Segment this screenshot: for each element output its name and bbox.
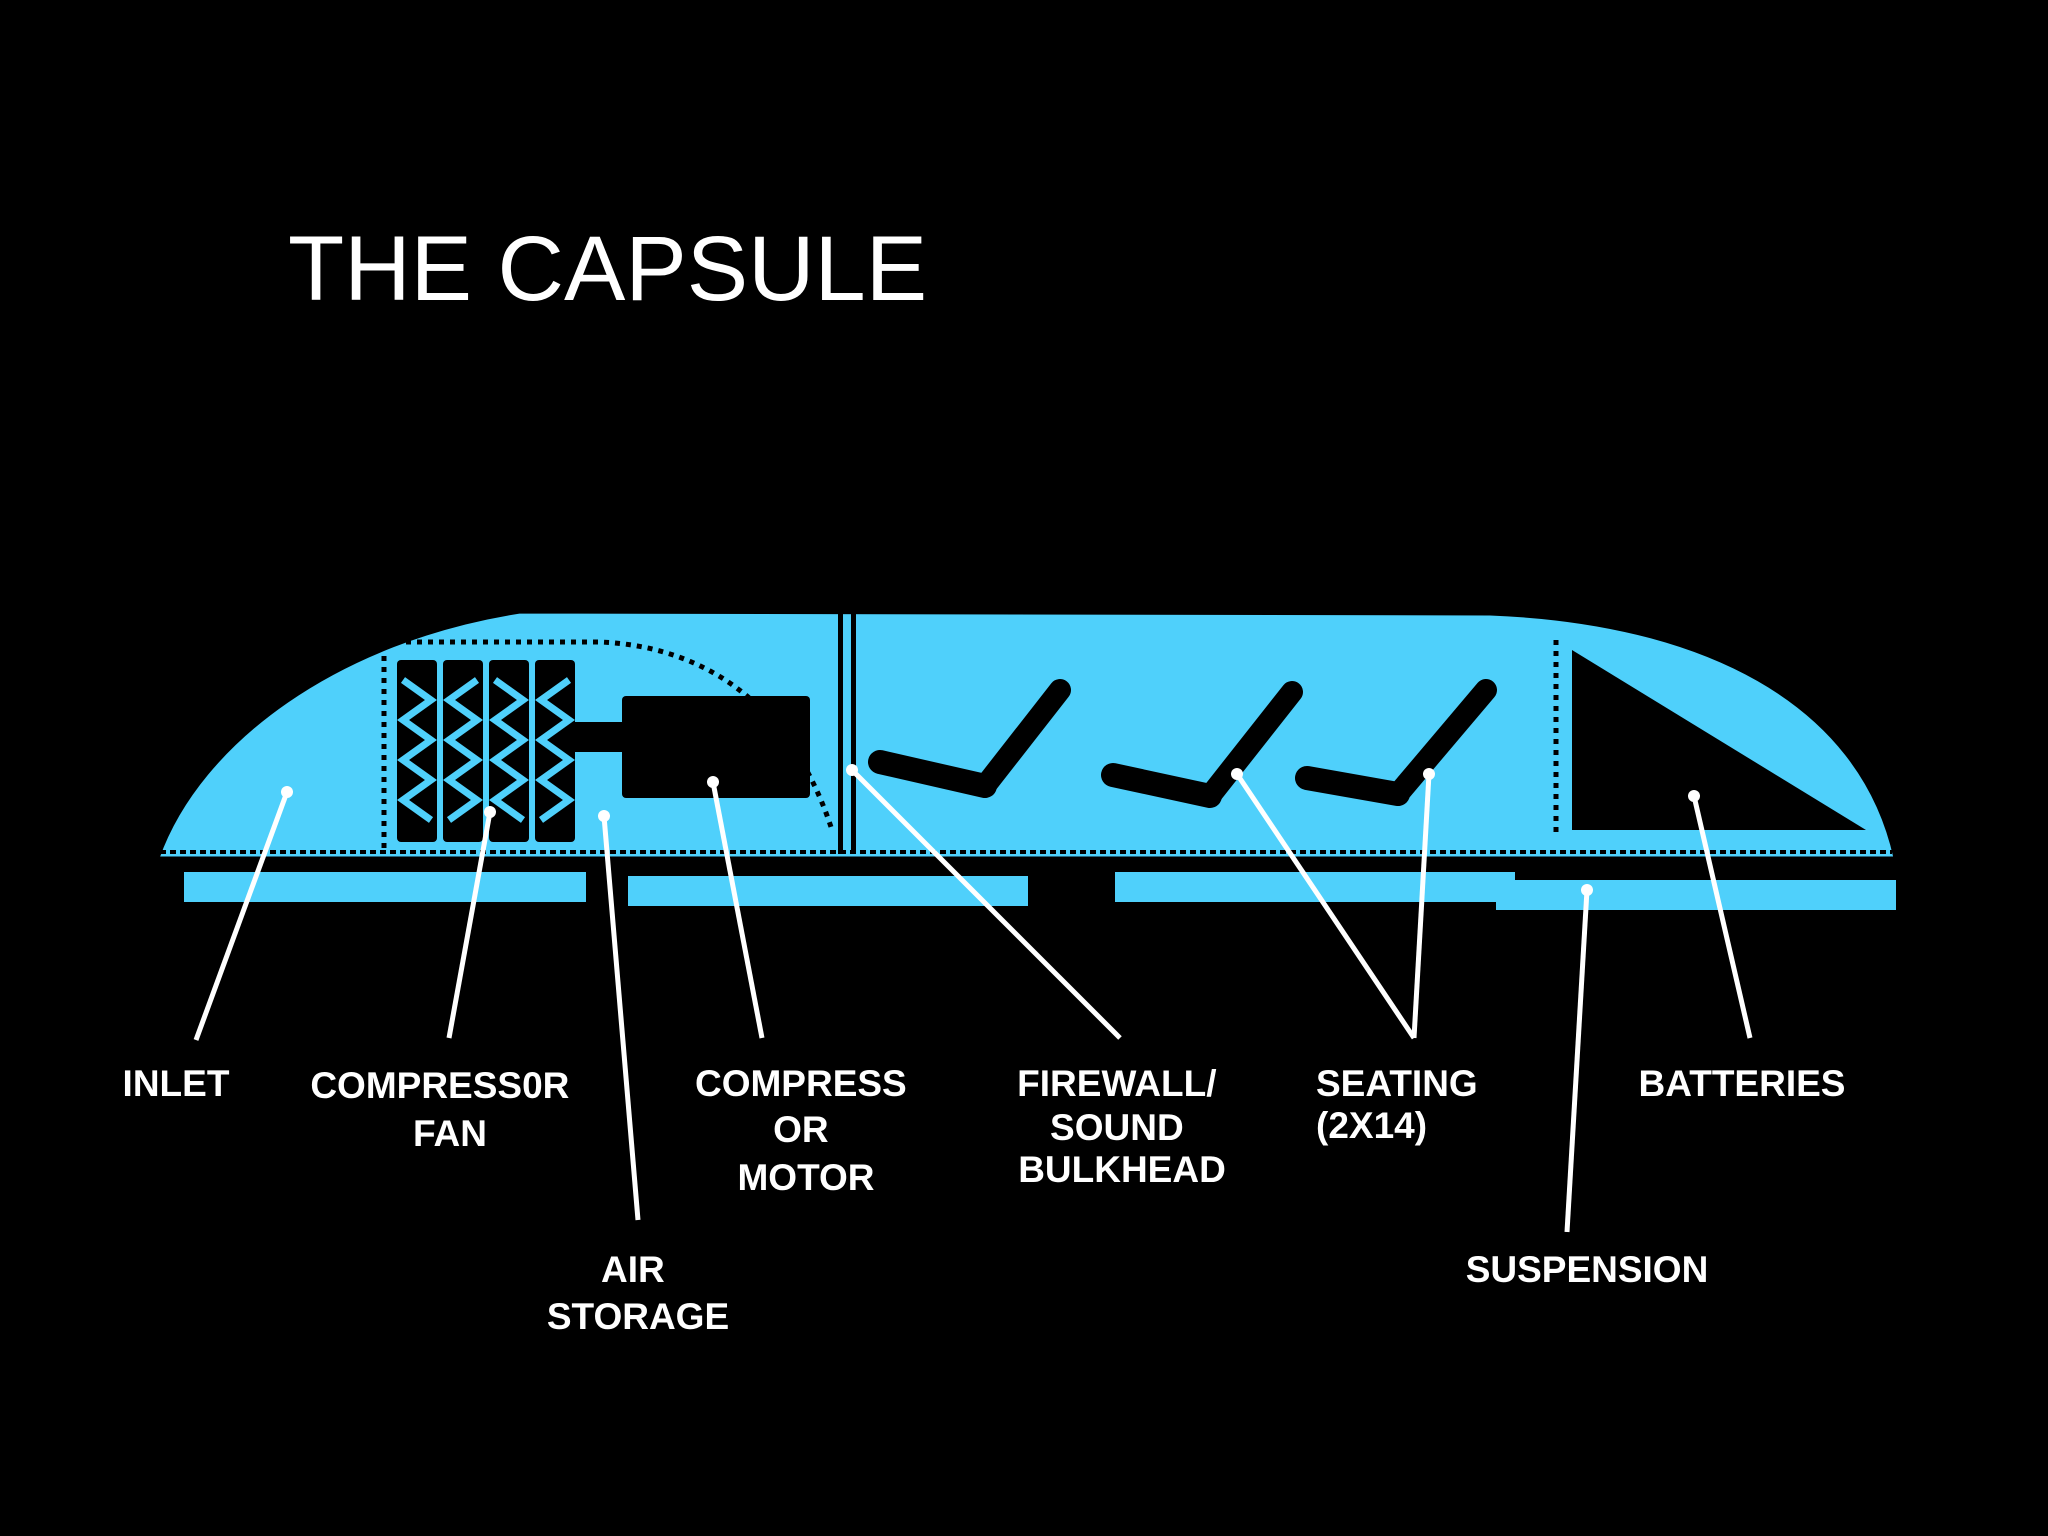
leader-firewall [850,768,1122,1040]
label-firewall: FIREWALL/ SOUND BULKHEAD [1017,1063,1227,1190]
labels: INLET COMPRESS0R FAN AIR STORAGE COMPRES… [123,1063,1846,1337]
label-compressor-motor: COMPRESS OR MOTOR [695,1063,917,1198]
label-air-storage: AIR STORAGE [547,1249,729,1337]
skid-4 [1496,880,1896,910]
fan-blade-3 [488,660,530,842]
leader-lines [193,764,1753,1233]
label-compressor-fan: COMPRESS0R FAN [310,1065,579,1154]
fan-blade-2 [442,660,484,842]
leader-air-storage [601,815,641,1221]
skid-1 [184,872,586,902]
skid-2 [628,876,1028,906]
anchor-inlet [281,786,293,798]
seating [868,679,1497,808]
leader-suspension [1564,889,1590,1233]
seat-3 [1295,679,1497,806]
leader-compressor-fan [446,811,493,1039]
skid-bracket-1 [295,860,555,870]
skid-bracket-2 [740,860,1000,870]
anchor-compressor-motor [707,776,719,788]
leader-seating-1 [1234,772,1417,1040]
anchor-air-storage [598,810,610,822]
skid-bracket-3 [1180,860,1430,870]
anchor-seating-2 [1423,768,1435,780]
label-inlet: INLET [123,1063,230,1104]
seat-1 [868,679,1071,798]
compressor-fan [396,660,576,842]
label-suspension: SUSPENSION [1466,1249,1709,1290]
skid-bracket-4 [1610,860,1860,870]
label-seating: SEATING (2X14) [1316,1063,1488,1146]
fan-blade-1 [396,660,438,842]
leader-batteries [1691,795,1753,1039]
anchor-suspension [1581,884,1593,896]
leader-inlet [193,791,290,1041]
motor-block [622,696,810,798]
air-storage-compartment [381,639,835,850]
label-batteries: BATTERIES [1639,1063,1846,1104]
motor-shaft [575,722,625,752]
firewall-bulkhead [838,614,856,854]
leader-seating-2 [1411,773,1432,1039]
anchor-batteries [1688,790,1700,802]
air-storage-top-curve [384,639,835,831]
page-title: THE CAPSULE [288,218,927,320]
suspension-skids [184,860,1896,910]
leader-compressor-motor [710,781,765,1039]
fan-blade-4 [534,660,576,842]
battery-triangle [1572,650,1866,830]
seat-2 [1101,681,1303,808]
batteries [1553,640,1866,836]
anchor-firewall [846,764,858,776]
anchor-compressor-fan [484,806,496,818]
anchor-seating-1 [1231,768,1243,780]
compressor-motor [575,696,810,798]
